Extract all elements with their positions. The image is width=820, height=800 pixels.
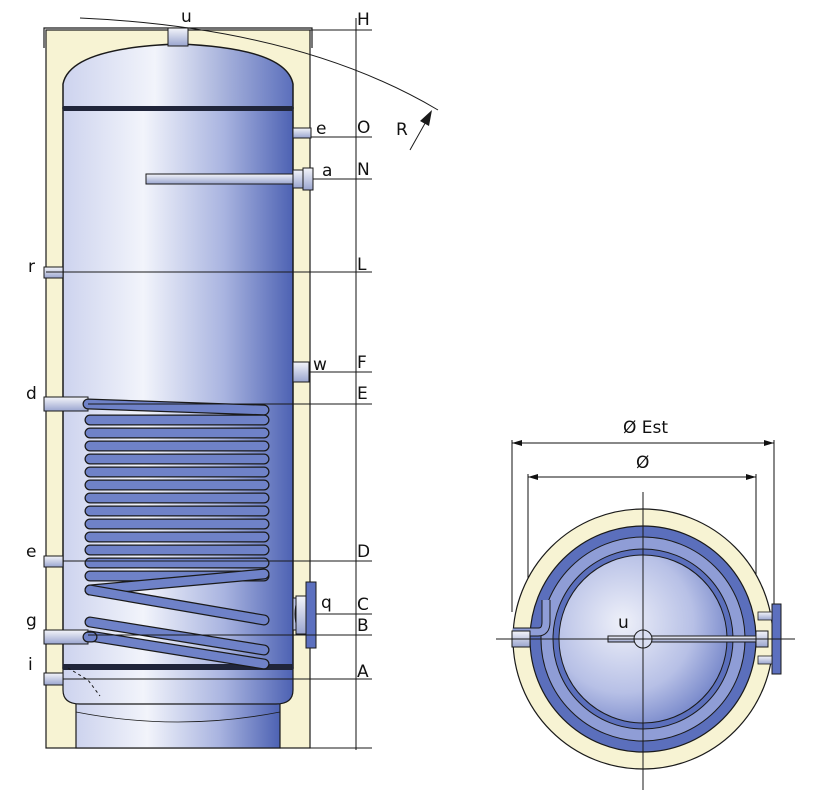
- height-D: D: [357, 542, 370, 562]
- port-e-low: [43, 555, 64, 568]
- coil-zig: [85, 569, 269, 595]
- port-e-top: [292, 127, 312, 139]
- label-u: u: [181, 7, 192, 27]
- anode-rod: [145, 173, 297, 185]
- label-e-low: e: [26, 542, 36, 562]
- radius-arc: [79, 17, 439, 111]
- inner-diameter-label: Ø: [636, 453, 649, 473]
- height-B: B: [357, 616, 369, 636]
- height-F: F: [357, 353, 367, 373]
- port-u: [167, 27, 189, 47]
- label-R: R: [396, 120, 408, 140]
- top-label-u: u: [618, 613, 629, 633]
- label-r: r: [28, 257, 35, 277]
- outer-diameter-label: Ø Est: [623, 418, 668, 438]
- coil-zig: [85, 631, 269, 669]
- label-e-top: e: [316, 119, 326, 139]
- port-g: [43, 629, 89, 645]
- height-reference-lines: [46, 29, 372, 749]
- label-a: a: [322, 161, 332, 181]
- label-w: w: [313, 355, 327, 375]
- side-view: u e a r w d e q g i R H O N L F E D C B …: [26, 7, 439, 750]
- label-q: q: [321, 593, 332, 613]
- height-N: N: [357, 160, 370, 180]
- label-g: g: [26, 611, 37, 631]
- height-E: E: [357, 384, 368, 404]
- coil-inlet: [83, 399, 269, 415]
- height-A: A: [357, 662, 369, 682]
- port-d: [43, 396, 89, 412]
- top-view: Ø Est Ø u: [496, 418, 795, 790]
- coil-zig: [85, 585, 269, 625]
- label-d: d: [26, 384, 37, 404]
- port-w: [292, 361, 310, 383]
- height-H: H: [357, 10, 370, 30]
- height-C: C: [357, 595, 369, 615]
- coil-zig: [85, 617, 269, 655]
- port-r: [43, 266, 64, 279]
- height-O: O: [357, 118, 370, 138]
- port-i: [43, 672, 64, 686]
- heating-coil: [82, 398, 270, 670]
- height-L: L: [357, 255, 367, 275]
- label-i: i: [28, 655, 33, 675]
